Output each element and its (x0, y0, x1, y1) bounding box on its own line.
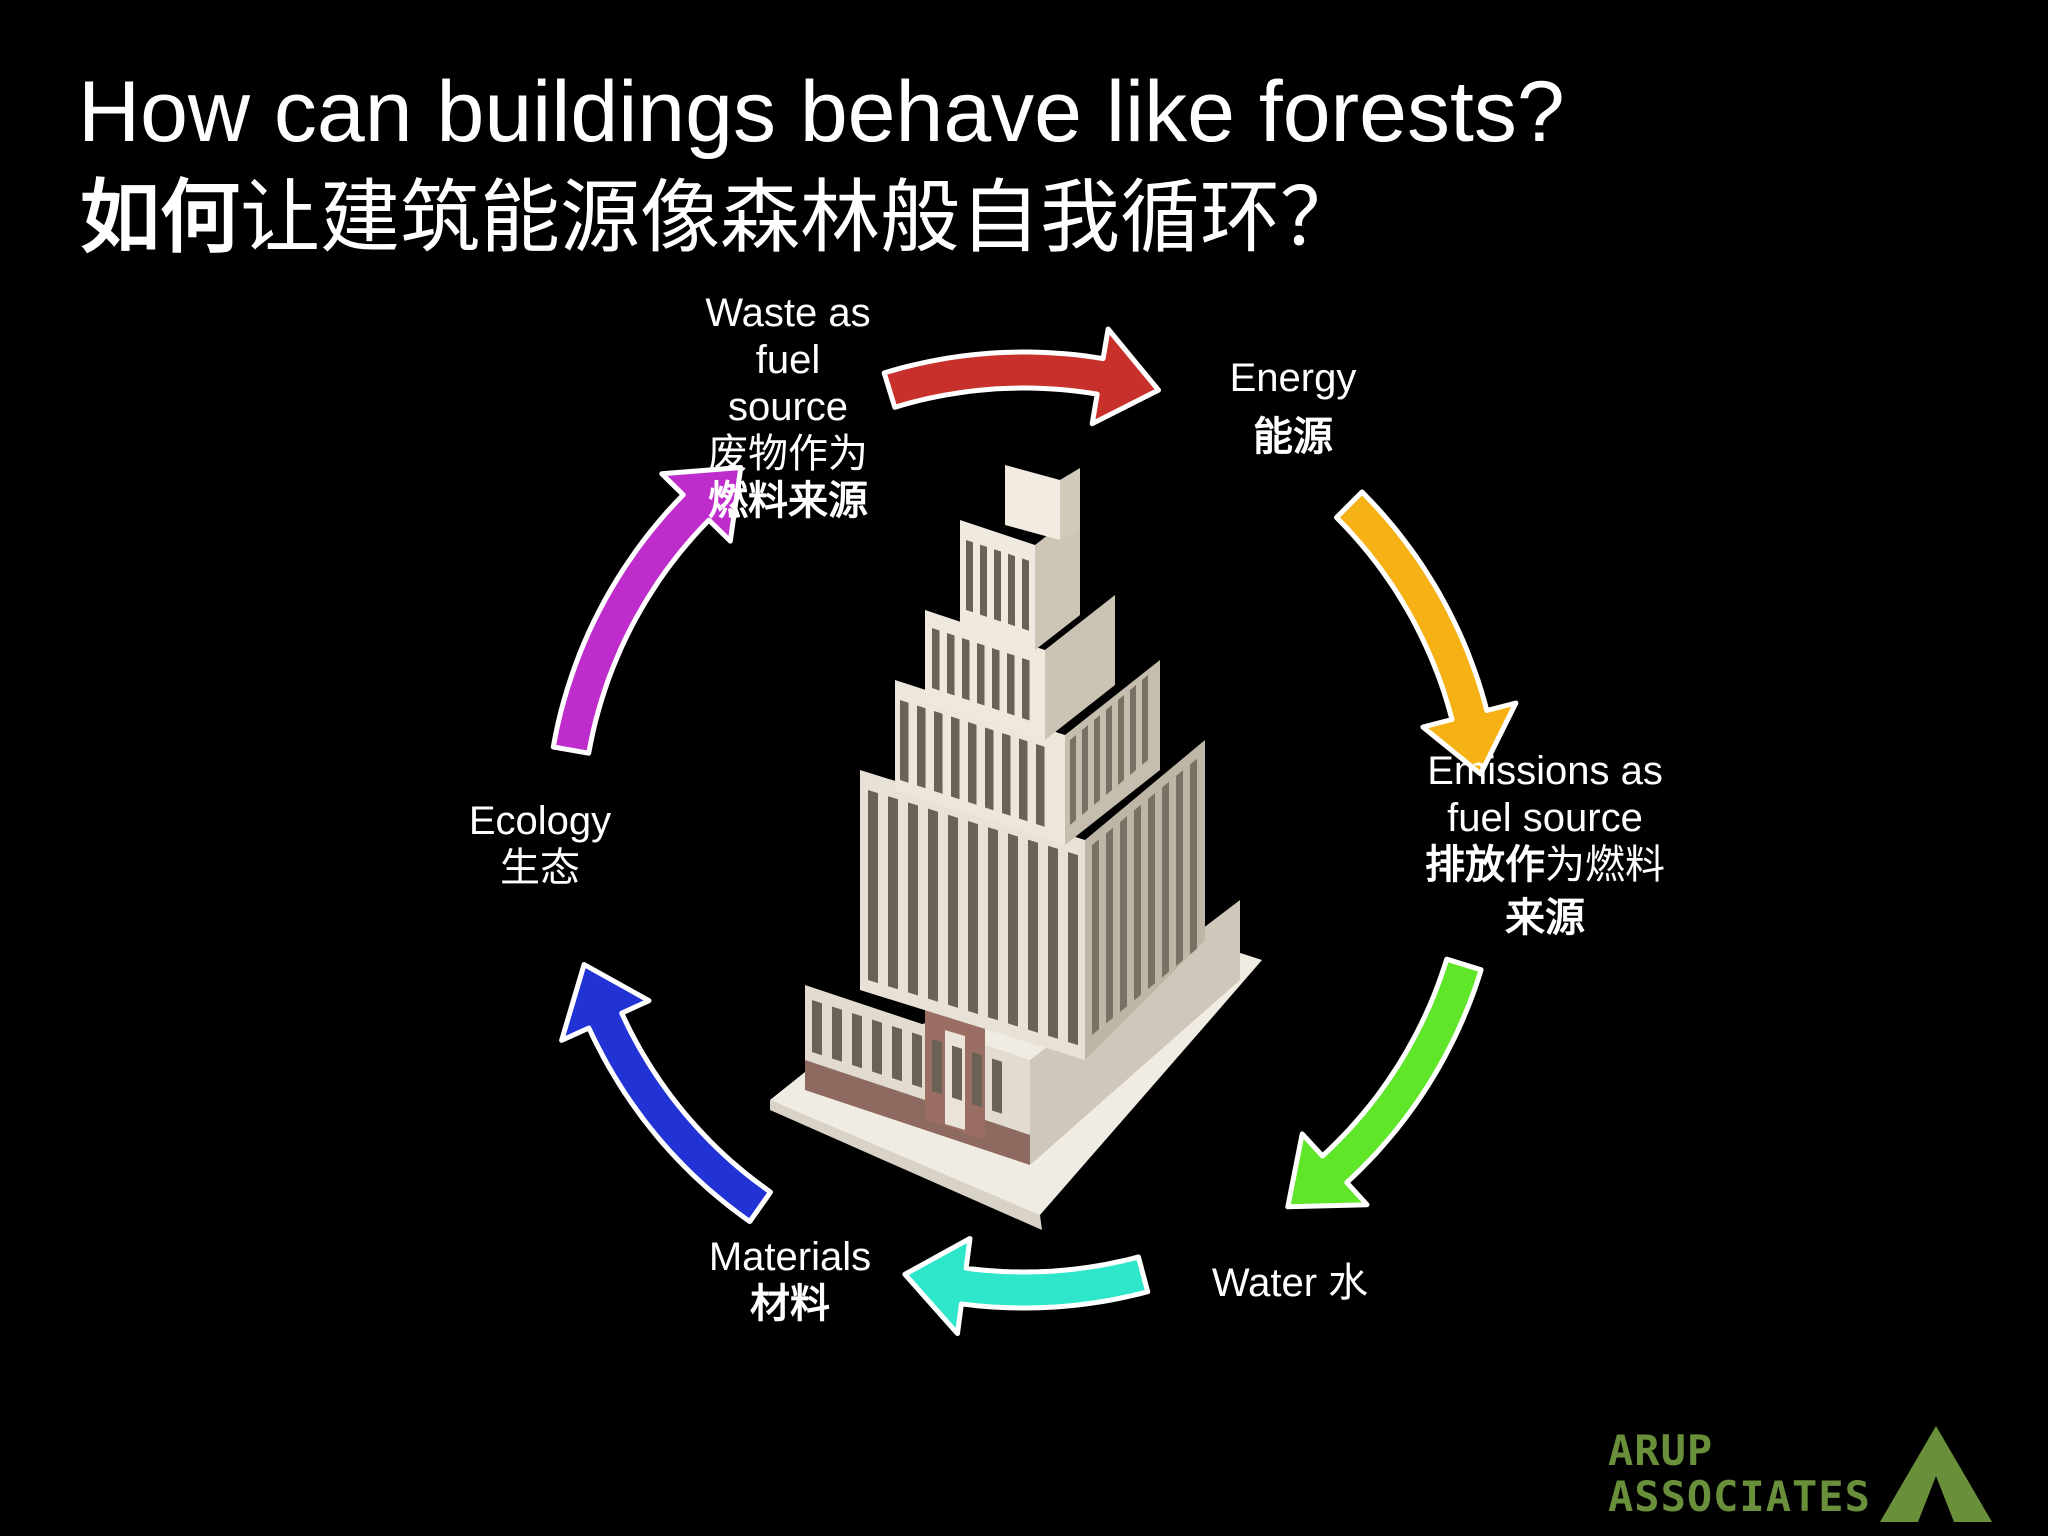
mid-right-window-0 (1070, 735, 1076, 825)
building-illustration (770, 465, 1262, 1230)
wing-left-window-6 (932, 1039, 942, 1095)
mid-right-window-1 (1082, 725, 1088, 815)
tower-left-window-1 (888, 796, 898, 990)
arrow-ecology-to-waste (550, 465, 744, 756)
tower-left-window-3 (928, 808, 938, 1002)
tower-left-window-4 (948, 814, 958, 1008)
materials-label-zh: 材料 (750, 1281, 830, 1327)
arrow-waste-to-energy (881, 326, 1161, 427)
label-energy: Energy 能源 (1200, 355, 1386, 461)
tower-right-window-4 (1148, 793, 1155, 989)
label-materials: Materials 材料 (690, 1234, 890, 1328)
tower-right-window-7 (1190, 758, 1197, 955)
materials-label-en: Materials (708, 1235, 872, 1279)
mid-left-window-7 (1019, 738, 1028, 822)
tower-right-window-1 (1106, 827, 1113, 1024)
upper-left-window-2 (962, 638, 970, 701)
wing-left-window-9 (992, 1058, 1002, 1114)
tower-right-window-6 (1176, 770, 1183, 966)
label-emissions: Emissions as fuel source 排放作为燃料 来源 (1400, 748, 1690, 942)
upper-left-window-0 (932, 628, 940, 691)
arrow-water-to-materials (902, 1236, 1151, 1337)
tower-left-window-0 (868, 790, 878, 984)
label-waste: Waste as fuel source 废物作为 燃料来源 (688, 290, 888, 525)
slide-title-zh: 如何让建筑能源像森林般自我循环？ (80, 168, 1360, 268)
mid-left-window-5 (985, 727, 994, 811)
wing-left-window-8 (972, 1052, 982, 1108)
tower-left-window-7 (1008, 833, 1018, 1027)
label-ecology: Ecology 生态 (450, 798, 630, 892)
upper-left-window-4 (992, 648, 1000, 711)
waste-label-zh2: 燃料来源 (708, 478, 868, 524)
mid-left-window-8 (1036, 744, 1045, 827)
mid-left-window-4 (968, 722, 977, 805)
wing-left-window-7 (952, 1045, 962, 1101)
arrow-materials-to-ecology (559, 962, 773, 1225)
cycle-arrows (550, 326, 1519, 1337)
arup-associates-logo-text: ARUP ASSOCIATES (1608, 1428, 1871, 1520)
slide-title-zh-rest: 让建筑能源像森林般自我循环？ (240, 171, 1360, 264)
energy-label-en: Energy (1229, 356, 1357, 400)
wing-left-window-3 (872, 1019, 882, 1075)
upper-left-window-3 (977, 643, 985, 706)
logo-line1: ARUP (1608, 1426, 1714, 1475)
water-label: Water 水 (1211, 1261, 1369, 1305)
mid-right-window-4 (1118, 695, 1124, 785)
mid-right-window-6 (1142, 675, 1148, 765)
arup-triangle-logo-icon (1880, 1426, 1992, 1522)
tower-left-window-2 (908, 802, 918, 996)
energy-label-zh: 能源 (1253, 414, 1333, 460)
mid-left-window-0 (900, 700, 909, 783)
slide-title-en: How can buildings behave like forests? (78, 64, 1565, 160)
emissions-label-line2: fuel source (1447, 796, 1643, 840)
mid-left-window-1 (917, 705, 926, 789)
top-left-window-1 (980, 544, 987, 617)
upper-left-window-6 (1022, 658, 1030, 721)
wing-left-window-1 (832, 1006, 842, 1062)
mid-right-window-5 (1130, 685, 1136, 775)
tower-right-window-2 (1120, 816, 1127, 1012)
tower-left-window-5 (968, 821, 978, 1015)
arrow-energy-to-emissions (1334, 489, 1519, 777)
tower-left-window-6 (988, 827, 998, 1021)
ecology-label-zh: 生态 (500, 845, 580, 891)
slide-title-zh-bold: 如何 (80, 171, 240, 264)
mid-right-window-2 (1094, 715, 1100, 805)
top-left-window-2 (994, 549, 1001, 622)
emissions-label-line1: Emissions as (1427, 749, 1663, 793)
upper-left-window-1 (947, 633, 955, 696)
building-windows (812, 540, 1197, 1114)
emissions-label-zh1b: 为燃料 (1545, 842, 1665, 888)
waste-label-line1: Waste as (705, 291, 871, 335)
arrow-emissions-to-water (1285, 956, 1484, 1210)
ecology-label-en: Ecology (468, 799, 612, 843)
wing-left-window-5 (912, 1032, 922, 1088)
waste-label-zh1: 废物作为 (708, 431, 868, 477)
upper-left-window-5 (1007, 653, 1015, 716)
logo-line2: ASSOCIATES (1608, 1472, 1871, 1521)
label-water: Water 水 (1190, 1260, 1390, 1307)
mid-right-window-3 (1106, 705, 1112, 795)
wing-left-window-4 (892, 1026, 902, 1082)
top-left-window-0 (966, 540, 973, 613)
emissions-label-zh2: 来源 (1505, 895, 1585, 941)
mid-left-window-3 (951, 716, 960, 800)
mid-left-window-2 (934, 711, 943, 794)
wing-left-window-0 (812, 1000, 822, 1056)
tower-right-window-5 (1162, 781, 1169, 978)
tower-left-window-9 (1048, 845, 1058, 1039)
mid-left-window-6 (1002, 733, 1011, 816)
tower-right-window-0 (1092, 839, 1099, 1035)
top-left-window-4 (1022, 558, 1029, 631)
tower-left-window-10 (1068, 852, 1078, 1046)
waste-label-line3: source (727, 385, 849, 429)
waste-label-line2: fuel (755, 338, 821, 382)
tower-left-window-8 (1028, 839, 1038, 1033)
top-left-window-3 (1008, 553, 1015, 627)
emissions-label-zh1a: 排放作 (1425, 842, 1545, 888)
tower-right-window-3 (1134, 804, 1141, 1001)
wing-left-window-2 (852, 1013, 862, 1069)
